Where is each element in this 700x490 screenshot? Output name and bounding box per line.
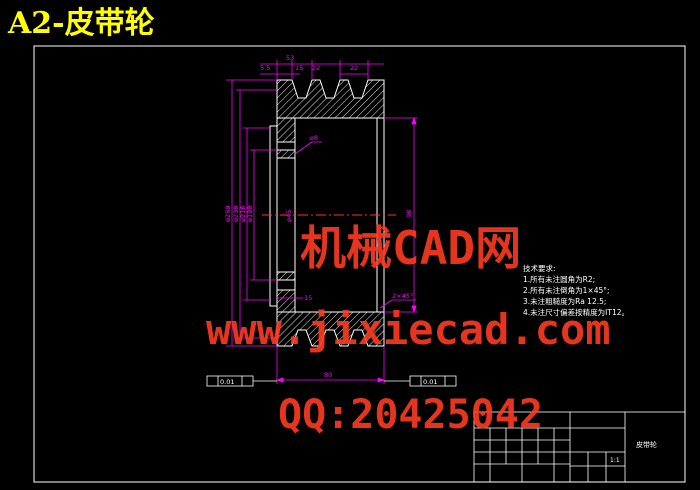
hub-mid-lower (276, 271, 296, 281)
dim-slot: ø8 (310, 134, 318, 142)
tolerance-right-value: 0.01 (423, 378, 437, 386)
dim-hub: 15 (304, 294, 312, 302)
notes-heading: 技术要求: (523, 264, 556, 273)
pulley-section (262, 79, 396, 347)
technical-notes: 技术要求: 1.所有未注圆角为R2; 2.所有未注倒角为1×45°; 3.未注粗… (523, 263, 629, 318)
dim-top-right: 22 (350, 64, 358, 72)
left-step (269, 125, 278, 307)
title-block-part-name: 皮带轮 (636, 441, 657, 449)
tolerance-left-value: 0.01 (220, 378, 234, 386)
dim-overall-width: 80 (324, 371, 332, 379)
top-rim-hatch (276, 79, 385, 119)
dim-diameter-4: ø198 (246, 206, 254, 222)
dim-chamfer: 2×45° (392, 292, 413, 300)
drawing-border (33, 45, 686, 483)
dim-top-mid2: 22 (312, 64, 320, 72)
watermark-url: www.jixiecad.com (206, 305, 611, 354)
dim-diameter-3: ø216 (239, 206, 247, 222)
hub-upper-hatch (276, 117, 296, 143)
drawing-title: A2-皮带轮 (8, 6, 155, 41)
dim-top-width: 53 (286, 54, 294, 62)
notes-line-1: 1.所有未注圆角为R2; (523, 275, 596, 284)
dim-inner-bore: 98 (405, 210, 413, 218)
dim-top-left: 5.5 (260, 64, 270, 72)
title-block (473, 411, 686, 483)
dim-top-mid: 15 (295, 64, 303, 72)
notes-line-3: 3.未注粗糙度为Ra 12.5; (523, 297, 607, 306)
dim-diameter-1: ø250 (224, 206, 232, 222)
watermark-site-name: 机械CAD网 (300, 221, 522, 275)
dimension-lines (226, 60, 418, 384)
watermark-qq: QQ:20425042 (278, 392, 543, 438)
notes-line-4: 4.未注尺寸偏差按精度为IT12。 (523, 308, 629, 317)
hub-mid-upper (276, 149, 296, 159)
tolerance-frames (206, 375, 457, 387)
bottom-rim-hatch (276, 311, 385, 347)
title-block-scale: 1:1 (610, 457, 620, 464)
notes-line-2: 2.所有未注倒角为1×45°; (523, 286, 610, 295)
dim-diameter-5: ø45 (285, 210, 293, 222)
dim-diameter-2: ø238 (232, 206, 240, 222)
